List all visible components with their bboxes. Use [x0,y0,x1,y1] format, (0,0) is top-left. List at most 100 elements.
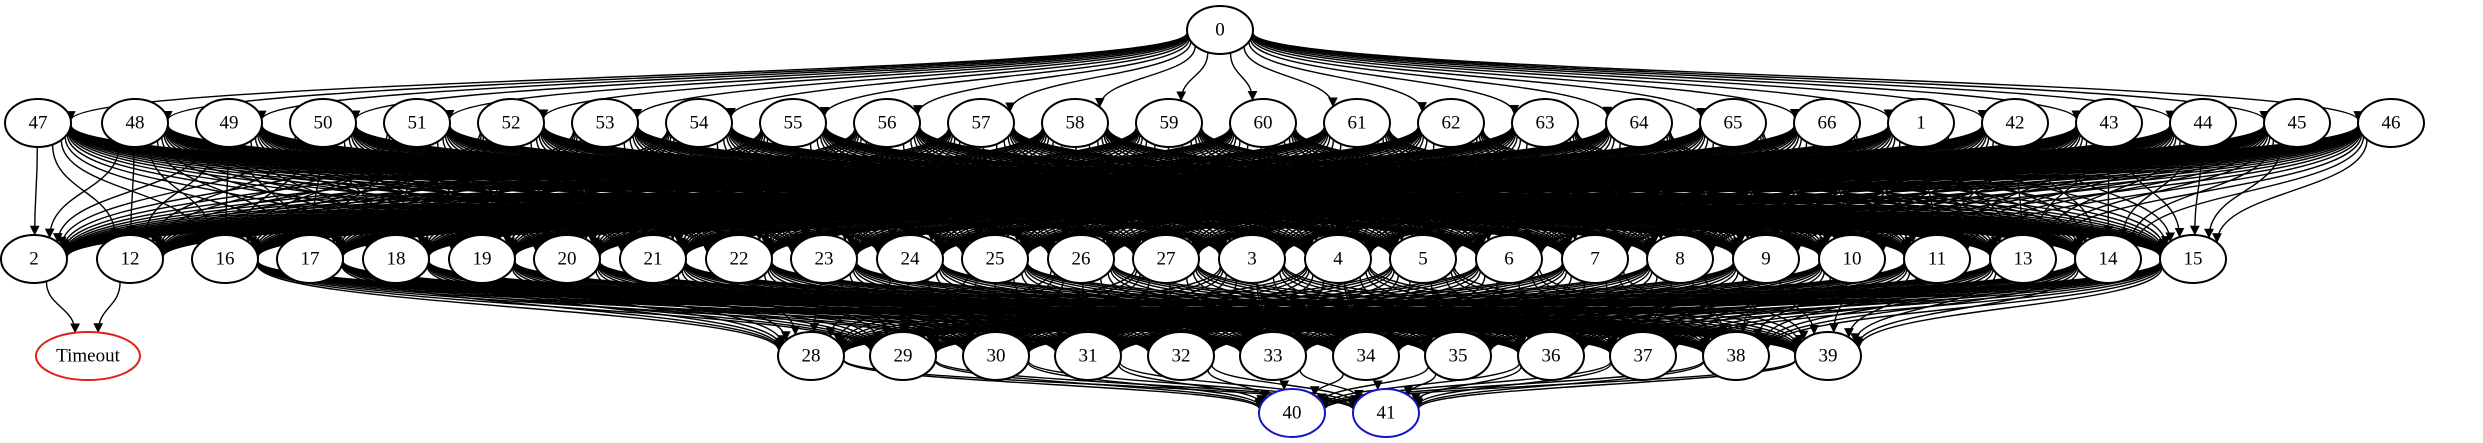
edge-0-to-58 [1094,45,1196,108]
node-47-label: 47 [29,113,48,134]
edge-51-to-2 [58,133,388,249]
edge-0-to-64 [1250,36,1613,117]
node-66-label: 66 [1818,113,1837,134]
node-17: 17 [276,234,344,284]
node-35-label: 35 [1449,346,1468,367]
node-65: 65 [1699,98,1767,148]
edge-46-to-15 [2212,139,2368,243]
node-27-label: 27 [1157,249,1176,270]
node-40: 40 [1258,388,1326,438]
node-44-label: 44 [2194,113,2214,134]
node-64-ellipse [1605,98,1673,148]
node-41: 41 [1352,388,1420,438]
node-32-label: 32 [1172,346,1191,367]
node-29-ellipse [869,331,937,381]
node-53-label: 53 [596,113,615,134]
node-35: 35 [1424,331,1492,381]
node-39-ellipse [1794,331,1862,381]
node-66: 66 [1793,98,1861,148]
edge-21-to-29 [681,270,879,346]
node-21-label: 21 [644,249,663,270]
edge-21-to-28 [677,274,791,341]
node-61: 61 [1323,98,1391,148]
edge-0-to-61 [1243,46,1338,108]
edge-31-to-41 [1119,361,1359,408]
node-10: 10 [1818,234,1886,284]
node-60: 60 [1229,98,1297,148]
node-35-ellipse [1424,331,1492,381]
node-58-label: 58 [1066,113,1085,134]
edge-24-to-28 [825,278,891,338]
node-21-ellipse [619,234,687,284]
node-49-ellipse [195,98,263,148]
node-7-ellipse [1561,234,1629,284]
node-62-label: 62 [1442,113,1461,134]
edge-0-to-57 [1005,41,1192,113]
edge-28-to-40 [842,359,1265,410]
edge-16-to-28 [256,264,784,352]
edge-46-to-22 [767,125,2359,257]
node-44: 44 [2169,98,2237,148]
node-34-ellipse [1332,331,1400,381]
node-11: 11 [1903,234,1971,284]
node-14: 14 [2074,234,2142,284]
node-58: 58 [1041,98,1109,148]
edge-0-to-56 [912,38,1190,115]
node-41-ellipse [1352,388,1420,438]
edge-50-to-2 [56,135,296,247]
edge-18-to-28 [426,266,785,350]
node-24-label: 24 [901,249,921,270]
node-64: 64 [1605,98,1673,148]
node-46: 46 [2357,98,2425,148]
node-19-ellipse [448,234,516,284]
edge-47-to-2 [29,146,40,236]
node-11-label: 11 [1928,249,1946,270]
node-0-ellipse [1186,5,1254,55]
node-12-label: 12 [121,249,140,270]
node-59-ellipse [1135,98,1203,148]
edge-0-to-62 [1248,41,1427,112]
node-59-label: 59 [1160,113,1179,134]
node-24-ellipse [876,234,944,284]
edge-23-to-28 [809,282,822,333]
node-6: 6 [1475,234,1543,284]
node-49-label: 49 [220,113,239,134]
node-25: 25 [961,234,1029,284]
node-16-ellipse [191,234,259,284]
edge-63-to-2 [62,125,1513,257]
node-8-ellipse [1646,234,1714,284]
node-13-ellipse [1989,234,2057,284]
edge-6-to-38 [1536,271,1713,345]
node-62: 62 [1417,98,1485,148]
edge-54-to-2 [60,129,668,253]
edge-27-to-34 [1192,272,1344,344]
edge-15-to-38 [1762,265,2162,350]
node-38: 38 [1702,331,1770,381]
node-36: 36 [1517,331,1585,381]
edge-46-to-25 [1022,126,2359,257]
edge-7-to-38 [1618,275,1717,340]
edge-58-to-2 [61,127,1044,256]
node-38-ellipse [1702,331,1770,381]
node-52-ellipse [477,98,545,148]
node-1: 1 [1887,98,1955,148]
node-31-label: 31 [1079,346,1098,367]
edge-32-to-41 [1211,364,1361,405]
node-12: 12 [96,234,164,284]
node-57: 57 [947,98,1015,148]
node-30: 30 [962,331,1030,381]
edge-46-to-9 [1792,129,2361,253]
node-55-label: 55 [784,113,803,134]
edge-0-to-52 [538,34,1189,120]
edge-3-to-34 [1272,277,1350,339]
edge-4-to-35 [1359,276,1441,339]
edge-46-to-26 [1108,126,2359,257]
node-59: 59 [1135,98,1203,148]
node-58-ellipse [1041,98,1109,148]
node-54: 54 [665,98,733,148]
node-54-label: 54 [690,113,710,134]
node-64-label: 64 [1630,113,1650,134]
node-42-ellipse [1981,98,2049,148]
node-51-ellipse [383,98,451,148]
edge-34-to-41 [1372,379,1383,391]
